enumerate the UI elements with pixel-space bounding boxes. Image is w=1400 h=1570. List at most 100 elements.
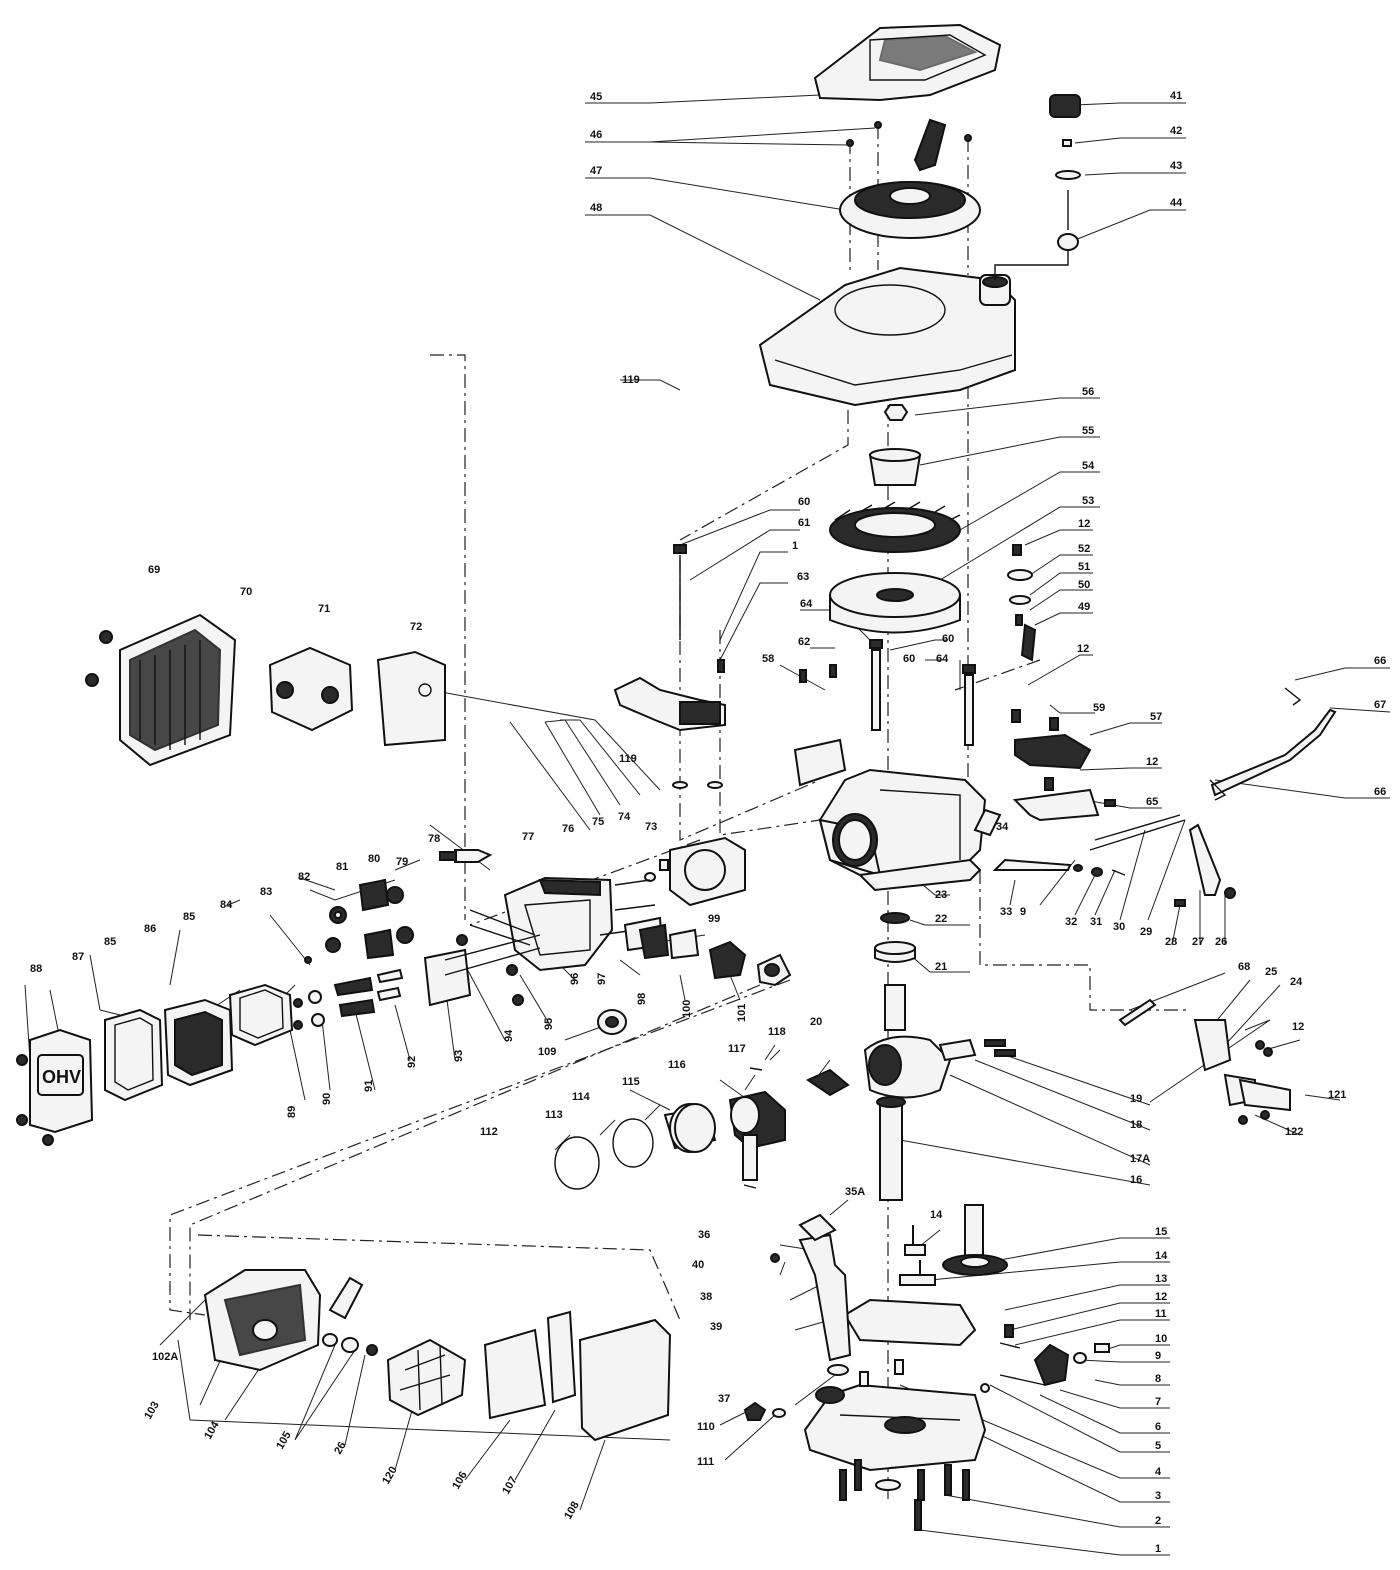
part-26-nut-right [1224, 887, 1236, 899]
callout-72: 72 [410, 621, 422, 633]
part-77-cylinder-head [503, 876, 614, 972]
part-54-cooling-fan [829, 501, 961, 553]
part-94-valves [444, 934, 541, 976]
callout-59: 59 [1093, 702, 1105, 714]
callout-60-b: 60 [903, 653, 915, 665]
callout-64-a: 64 [800, 598, 813, 610]
callout-98: 98 [636, 993, 648, 1005]
callout-71: 71 [318, 603, 330, 615]
callout-4: 4 [1155, 1466, 1162, 1478]
callout-37: 37 [718, 1393, 730, 1405]
part-64-stud-center [871, 649, 881, 731]
part-52-plate [1007, 569, 1033, 581]
part-16-crankshaft [863, 984, 952, 1201]
part-107-filter-foam [546, 1310, 577, 1404]
callout-18: 18 [1130, 1119, 1142, 1131]
callout-63: 63 [797, 571, 809, 583]
callout-14-a: 14 [930, 1209, 943, 1221]
callout-114: 114 [572, 1091, 591, 1103]
part-89-nuts [293, 998, 303, 1030]
callout-36: 36 [698, 1229, 710, 1241]
callout-62: 62 [798, 636, 810, 648]
callout-17A: 17A [1130, 1153, 1150, 1165]
callout-34: 34 [996, 821, 1009, 833]
part-59-brake-pad [1011, 709, 1092, 770]
part-27-bolt [1174, 899, 1186, 907]
callout-67: 67 [1374, 699, 1386, 711]
callout-19: 19 [1130, 1093, 1142, 1105]
part-44-dipstick [994, 190, 1079, 280]
callout-43: 43 [1170, 160, 1182, 172]
callout-84: 84 [220, 899, 233, 911]
callout-116: 116 [668, 1059, 686, 1071]
part-35A-oil-fill-tube [798, 1213, 852, 1362]
callout-64-b: 64 [936, 653, 949, 665]
callout-82: 82 [298, 871, 310, 883]
callout-91: 91 [363, 1080, 375, 1092]
part-106-filter-element [483, 1328, 547, 1420]
part-95-bolts [456, 934, 524, 1006]
callout-106: 106 [450, 1470, 470, 1492]
callout-12-e: 12 [1155, 1291, 1167, 1303]
part-66-clip-upper [1284, 687, 1302, 706]
callout-57: 57 [1150, 711, 1162, 723]
callout-46: 46 [590, 129, 602, 141]
part-47-recoil-starter [839, 118, 981, 239]
part-21-bearing [874, 941, 916, 963]
part-55-starter-cup [868, 448, 922, 486]
callout-51: 51 [1078, 561, 1090, 573]
callout-11: 11 [1155, 1308, 1167, 1320]
callout-53: 53 [1082, 495, 1094, 507]
part-116-piston-pin [742, 1134, 758, 1181]
callout-122: 122 [1285, 1126, 1303, 1138]
part-70-muffler-guard [119, 613, 237, 767]
callout-7: 7 [1155, 1396, 1161, 1408]
part-12-screw-bottom [1004, 1324, 1014, 1338]
callout-13: 13 [1155, 1273, 1167, 1285]
part-99-gasket [668, 928, 700, 960]
part-98-insulator [638, 923, 670, 960]
part-34-breather-tube [973, 808, 1002, 837]
callout-86: 86 [144, 923, 156, 935]
part-101-air-filter-base-gasket [756, 953, 792, 987]
leader-lines [24, 94, 1391, 1556]
part-19-rod-bolts [984, 1039, 1016, 1057]
part-91-rocker-arms [333, 976, 376, 1018]
part-43-oil-cap-seal [1055, 170, 1081, 180]
callout-97: 97 [596, 973, 608, 985]
callout-74: 74 [618, 811, 631, 823]
part-10-bolt [1094, 1343, 1110, 1353]
part-20-connecting-rod [805, 1068, 850, 1097]
callout-25: 25 [1265, 966, 1277, 978]
part-85-gasket-inner [228, 983, 294, 1047]
part-76-head-bolts [614, 879, 656, 911]
callout-1-coil: 1 [792, 540, 798, 552]
part-8-oil-slinger [1033, 1343, 1070, 1387]
callout-6: 6 [1155, 1421, 1161, 1433]
callout-66-b: 66 [1374, 786, 1386, 798]
part-73-head-gasket [669, 836, 746, 907]
part-79-pushrods [469, 909, 536, 946]
part-37-tube-seal [827, 1364, 849, 1376]
callout-20: 20 [810, 1016, 822, 1028]
callout-89: 89 [286, 1106, 298, 1118]
part-65-control-bracket [1012, 788, 1116, 822]
callout-31: 31 [1090, 916, 1102, 928]
valve-cover-ohv-text: OHV [42, 1067, 81, 1087]
callout-40: 40 [692, 1259, 704, 1271]
part-81-valve-springs [358, 878, 395, 960]
part-56-flywheel-nut [883, 404, 909, 421]
callout-15: 15 [1155, 1226, 1167, 1238]
part-100-carburetor [708, 940, 747, 980]
callout-24: 24 [1290, 976, 1303, 988]
part-31-pin [1111, 869, 1126, 876]
callout-115: 115 [622, 1076, 640, 1088]
callout-60-a: 60 [798, 496, 810, 508]
part-108-air-filter-cover [578, 1318, 672, 1442]
callout-21: 21 [935, 961, 947, 973]
callout-12-c: 12 [1146, 756, 1158, 768]
callout-99: 99 [708, 913, 720, 925]
part-42-oil-cap-washer [1062, 139, 1072, 147]
callout-41: 41 [1170, 90, 1182, 102]
